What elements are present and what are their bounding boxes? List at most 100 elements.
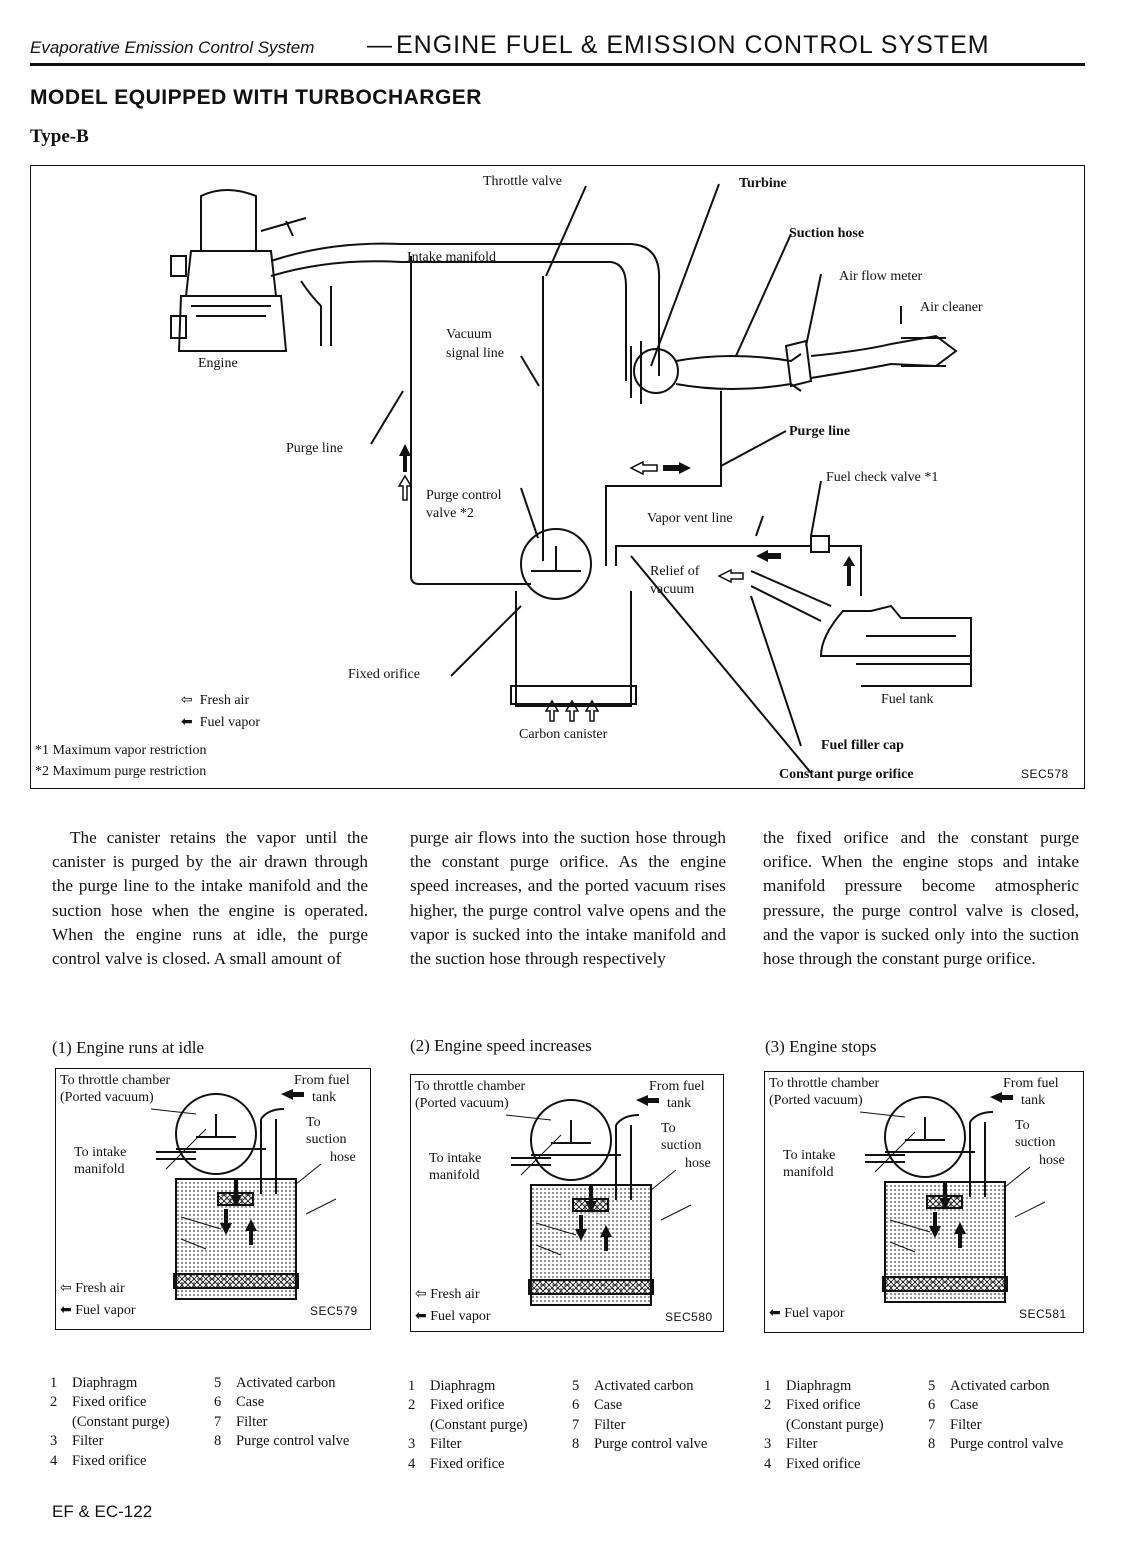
label-intake-manifold: Intake manifold: [407, 250, 496, 266]
diagram-code: SEC578: [1021, 767, 1069, 781]
label-suction: suction: [1015, 1135, 1055, 1151]
caption-speed-increases: (2) Engine speed increases: [410, 1036, 592, 1056]
fuel-vapor-arrow-icon: ⬅: [181, 715, 193, 730]
legend-item-text: Diaphragm: [430, 1377, 495, 1396]
fresh-air-arrow-icon: ⇦: [415, 1287, 427, 1302]
header-chapter-title: ENGINE FUEL & EMISSION CONTROL SYSTEM: [396, 31, 990, 60]
legend-item-number: 1: [50, 1374, 57, 1393]
label-purge-line-right: Purge line: [789, 424, 850, 440]
label-ported-vacuum: (Ported vacuum): [769, 1093, 863, 1109]
label-fuel-vapor: ⬅ Fuel vapor: [60, 1303, 136, 1319]
legend-item-text: Case: [950, 1396, 978, 1415]
legend-item-number: 4: [50, 1452, 57, 1471]
legend-item-number: 4: [764, 1455, 771, 1474]
body-column-1: The canister retains the vapor until the…: [52, 826, 368, 971]
legend-item-text: Fixed orifice: [72, 1452, 147, 1471]
sub-diagram-code: SEC579: [310, 1304, 358, 1318]
legend-item-number: 5: [928, 1377, 935, 1396]
legend-fuel-vapor: ⬅ Fuel vapor: [181, 715, 260, 731]
label-fuel-check-valve: Fuel check valve *1: [826, 470, 938, 486]
legend-item-text: Activated carbon: [236, 1374, 335, 1393]
label-from-fuel: From fuel: [294, 1073, 350, 1089]
legend-item-text: Purge control valve: [594, 1435, 707, 1454]
label-tank: tank: [667, 1096, 691, 1112]
sub-diagram-code: SEC581: [1019, 1307, 1067, 1321]
legend-item-number: 8: [928, 1435, 935, 1454]
label-constant-purge-orifice: Constant purge orifice: [779, 767, 914, 783]
legend-item-number: 8: [214, 1432, 221, 1451]
label-ported-vacuum: (Ported vacuum): [415, 1096, 509, 1112]
label-engine: Engine: [198, 356, 238, 372]
legend-item-number: 3: [50, 1432, 57, 1451]
label-hose: hose: [1039, 1153, 1065, 1169]
legend-item-text: Filter: [72, 1432, 103, 1451]
legend-item-text: Purge control valve: [236, 1432, 349, 1451]
legend-fresh-air: ⇦ Fresh air: [181, 693, 249, 709]
header-section-name: Evaporative Emission Control System: [30, 38, 314, 58]
label-fixed-orifice: Fixed orifice: [348, 667, 420, 683]
fuel-vapor-arrow-icon: ⬅: [60, 1303, 72, 1318]
legend-item-text: Filter: [236, 1413, 267, 1432]
label-to-intake: To intake: [429, 1151, 481, 1167]
legend-item-text: Activated carbon: [594, 1377, 693, 1396]
legend-item-text: (Constant purge): [430, 1416, 528, 1435]
label-tank: tank: [1021, 1093, 1045, 1109]
label-fresh-air: ⇦ Fresh air: [415, 1287, 480, 1303]
legend-item-number: 3: [764, 1435, 771, 1454]
label-fuel-vapor: ⬅ Fuel vapor: [415, 1309, 491, 1325]
legend-item-number: 2: [408, 1396, 415, 1415]
label-purge-line-left: Purge line: [286, 441, 343, 457]
label-fuel-filler-cap: Fuel filler cap: [821, 738, 904, 754]
legend-item-number: 1: [764, 1377, 771, 1396]
label-air-cleaner: Air cleaner: [920, 300, 983, 316]
body-column-2: purge air flows into the suction hose th…: [410, 826, 726, 971]
fresh-air-arrow-icon: ⇦: [60, 1281, 72, 1296]
legend-item-text: (Constant purge): [786, 1416, 884, 1435]
label-vacuum: Vacuum: [446, 327, 492, 343]
label-purge-control-valve: valve *2: [426, 506, 474, 522]
legend-item-text: (Constant purge): [72, 1413, 170, 1432]
air-filter-housing-shape: [201, 190, 256, 251]
label-vapor-vent-line: Vapor vent line: [647, 511, 733, 527]
legend-item-text: Diaphragm: [72, 1374, 137, 1393]
legend-item-number: 6: [214, 1393, 221, 1412]
legend-item-number: 2: [764, 1396, 771, 1415]
section-title: MODEL EQUIPPED WITH TURBOCHARGER: [30, 86, 482, 110]
legend-item-text: Filter: [950, 1416, 981, 1435]
label-tank: tank: [312, 1090, 336, 1106]
legend-item-text: Purge control valve: [950, 1435, 1063, 1454]
sub-diagram-idle: To throttle chamber (Ported vacuum) From…: [55, 1068, 371, 1330]
legend-item-number: 7: [572, 1416, 579, 1435]
caption-engine-stops: (3) Engine stops: [765, 1037, 876, 1057]
label-ported-vacuum: (Ported vacuum): [60, 1090, 154, 1106]
label-to-throttle-chamber: To throttle chamber: [415, 1079, 525, 1095]
legend-item-text: Case: [236, 1393, 264, 1412]
label-to: To: [661, 1121, 676, 1137]
legend-item-text: Fixed orifice: [430, 1455, 505, 1474]
legend-item-text: Filter: [594, 1416, 625, 1435]
legend-item-number: 4: [408, 1455, 415, 1474]
label-purge-control: Purge control: [426, 488, 502, 504]
page-number: EF & EC-122: [52, 1502, 152, 1522]
label-carbon-canister: Carbon canister: [519, 727, 607, 743]
fuel-vapor-arrow-icon: ⬅: [769, 1306, 781, 1321]
legend-item-number: 5: [572, 1377, 579, 1396]
label-air-flow-meter: Air flow meter: [839, 269, 922, 285]
sub-diagram-speed-increases: To throttle chamber (Ported vacuum) From…: [410, 1074, 724, 1332]
label-manifold: manifold: [429, 1168, 480, 1184]
label-to-intake: To intake: [783, 1148, 835, 1164]
legend-item-text: Diaphragm: [786, 1377, 851, 1396]
legend-item-number: 2: [50, 1393, 57, 1412]
note-max-purge-restriction: *2 Maximum purge restriction: [35, 764, 206, 780]
label-relief-vacuum: vacuum: [650, 582, 694, 598]
sub-diagram-code: SEC580: [665, 1310, 713, 1324]
label-fuel-tank: Fuel tank: [881, 692, 934, 708]
legend-item-text: Fixed orifice: [430, 1396, 505, 1415]
label-manifold: manifold: [74, 1162, 125, 1178]
label-fresh-air: ⇦ Fresh air: [60, 1281, 125, 1297]
label-relief-of: Relief of: [650, 564, 699, 580]
legend-item-number: 5: [214, 1374, 221, 1393]
legend-item-number: 6: [572, 1396, 579, 1415]
label-throttle-valve: Throttle valve: [483, 174, 562, 190]
canister-drawing: [765, 1072, 1077, 1330]
